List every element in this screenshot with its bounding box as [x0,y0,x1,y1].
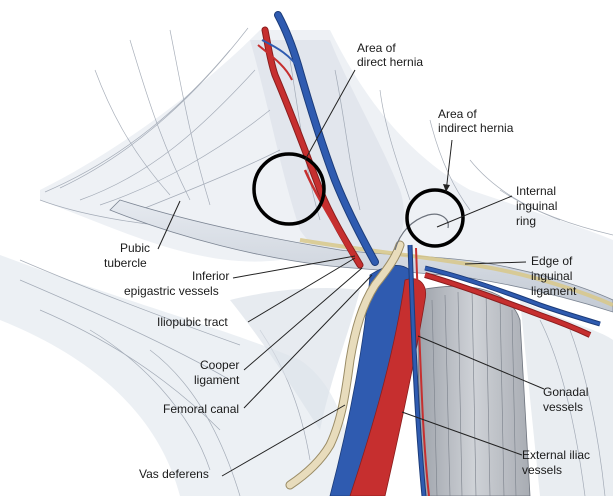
label-inferior-epigastric: Inferior epigastric vessels [124,269,233,298]
psoas-muscle [417,285,531,497]
leader-lines [157,69,545,477]
external-iliac-artery [349,278,427,497]
label-external-iliac: External iliac vessels [522,448,593,477]
label-indirect-hernia: Area of indirect hernia [438,107,514,135]
label-pubic-tubercle: Pubic tubercle [104,241,153,270]
label-direct-hernia: Area of direct hernia [357,41,423,69]
gonadal-vessels [407,244,430,497]
internal-ring-loop [394,213,449,251]
label-vas-deferens: Vas deferens [139,467,209,481]
vas-deferens-fill [286,241,404,489]
inferior-epigastric-vessels [257,11,379,269]
lateral-vessels [424,265,601,338]
label-edge-inguinal-ligament: Edge of inguinal ligament [531,254,577,298]
labels: Area of direct hernia Area of indirect h… [104,41,593,481]
indirect-hernia-circle [405,188,465,248]
label-iliopubic-tract: Iliopubic tract [157,315,228,329]
label-femoral-canal: Femoral canal [163,402,239,416]
direct-hernia-circle [252,152,326,226]
label-cooper-ligament: Cooper ligament [194,358,243,387]
label-gonadal-vessels: Gonadal vessels [543,385,592,414]
cooper-ligament-region [230,288,360,430]
label-internal-ring: Internal inguinal ring [516,184,561,228]
